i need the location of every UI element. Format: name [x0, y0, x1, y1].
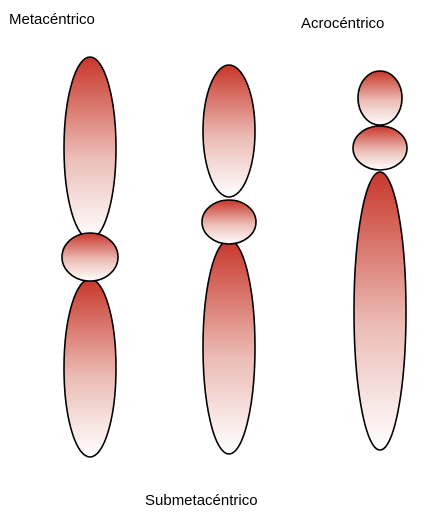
metacentric-upper-arm: [64, 57, 116, 239]
submetacentric-upper-arm: [203, 65, 255, 197]
submetacentric-label: Submetacéntrico: [145, 492, 258, 509]
metacentric-centromere: [62, 233, 118, 281]
metacentric-chromosome: [62, 57, 118, 457]
acrocentric-long-arm: [354, 172, 406, 450]
submetacentric-lower-arm: [203, 240, 255, 454]
submetacentric-chromosome: [202, 65, 256, 454]
acrocentric-satellite: [358, 71, 402, 125]
submetacentric-centromere: [202, 200, 256, 244]
metacentric-label: Metacéntrico: [9, 11, 95, 28]
metacentric-lower-arm: [64, 279, 116, 457]
acrocentric-chromosome: [353, 71, 407, 450]
acrocentric-label: Acrocéntrico: [301, 15, 384, 32]
acrocentric-centromere: [353, 126, 407, 170]
